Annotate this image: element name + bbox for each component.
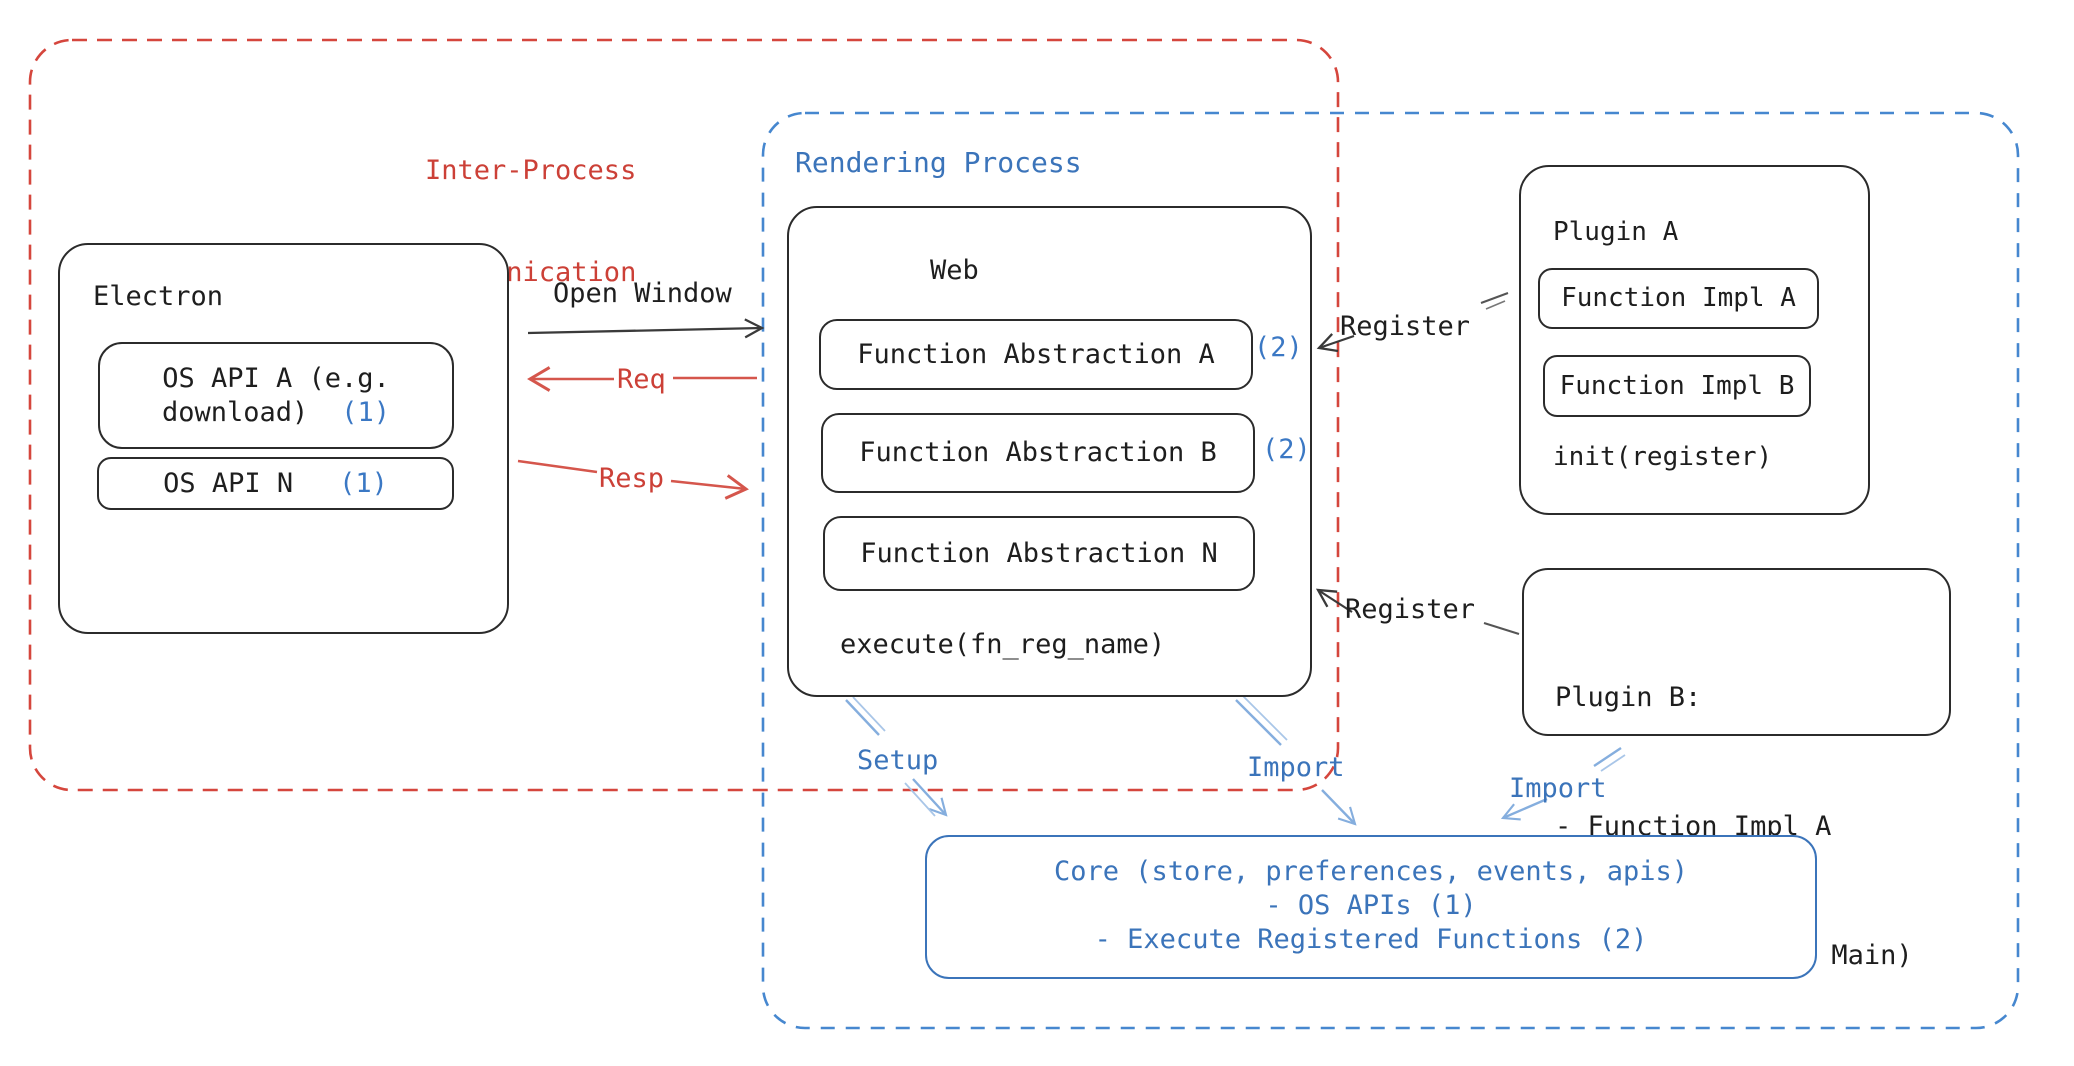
plugin-b-content: Plugin B: - Function Impl A - Module (ru…	[1555, 590, 1913, 1063]
os-api-a-line1: OS API A (e.g.	[162, 362, 390, 394]
os-api-a-item: OS API A (e.g. download)(1)	[98, 342, 454, 449]
plugin-a-title: Plugin A	[1553, 217, 1679, 247]
open-window-label: Open Window	[553, 278, 732, 309]
req-label: Req	[617, 364, 666, 395]
os-api-n-badge: (1)	[339, 467, 388, 499]
setup-label: Setup	[857, 745, 939, 776]
function-abstraction-a-badge: (2)	[1254, 332, 1303, 363]
resp-label: Resp	[599, 463, 665, 494]
function-impl-b-item: Function Impl B	[1543, 355, 1811, 417]
core-line3: - Execute Registered Functions (2)	[1094, 924, 1648, 955]
plugin-a-box	[1519, 165, 1870, 515]
function-abstraction-b-badge: (2)	[1262, 434, 1311, 465]
core-line2: - OS APIs (1)	[1265, 890, 1477, 921]
register-top-connector2	[1485, 300, 1506, 310]
plugin-a-footer: init(register)	[1553, 442, 1773, 472]
register-bottom-connector	[1483, 622, 1520, 635]
execute-footer: execute(fn_reg_name)	[840, 629, 1166, 660]
plugin-b-box	[1522, 568, 1951, 736]
function-abstraction-a-item: Function Abstraction A	[819, 319, 1253, 390]
import-pluginb-label: Import	[1509, 773, 1607, 804]
import-core-arrow-upper	[1235, 699, 1282, 746]
import-core-label: Import	[1247, 752, 1345, 783]
function-abstraction-b-item: Function Abstraction B	[821, 413, 1255, 493]
os-api-n-label: OS API N	[163, 467, 294, 499]
import-core-arrow-lower	[1321, 789, 1357, 826]
os-api-n-item: OS API N (1)	[97, 457, 454, 510]
resp-arrow-left-segment	[517, 459, 598, 474]
os-api-a-line2: download)(1)	[161, 396, 391, 428]
resp-arrow-right-segment	[670, 474, 749, 500]
setup-arrow-lower	[912, 778, 948, 817]
core-box: Core (store, preferences, events, apis) …	[925, 835, 1817, 979]
register-top-connector	[1480, 292, 1509, 304]
function-impl-a-item: Function Impl A	[1538, 268, 1819, 329]
ipc-region-label-line1: Inter-Process	[425, 155, 637, 186]
web-title: Web	[930, 255, 979, 286]
function-abstraction-n-item: Function Abstraction N	[823, 516, 1255, 591]
setup-arrow-lower2	[904, 782, 936, 817]
import-core-arrow-upper2	[1242, 695, 1288, 741]
register-bottom-label: Register	[1345, 594, 1476, 625]
register-top-label: Register	[1340, 311, 1471, 342]
core-line1: Core (store, preferences, events, apis)	[1054, 856, 1688, 887]
os-api-a-badge: (1)	[341, 396, 391, 428]
setup-arrow-upper	[845, 699, 880, 736]
setup-arrow-upper2	[852, 696, 886, 732]
plugin-b-line1: Plugin B:	[1555, 682, 1702, 713]
electron-title: Electron	[93, 281, 224, 312]
rendering-region-label: Rendering Process	[795, 146, 1082, 179]
